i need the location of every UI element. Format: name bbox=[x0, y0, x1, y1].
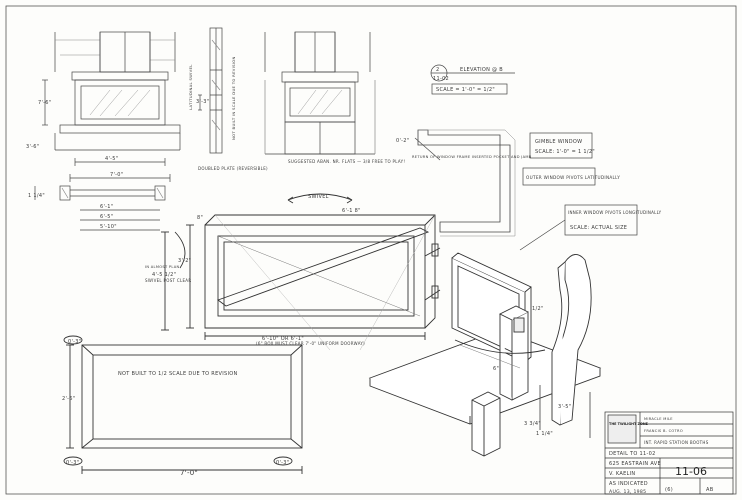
sheet-border bbox=[5, 5, 737, 495]
title-subject: DETAIL TO 11-02 bbox=[609, 451, 656, 457]
dim-3-4: 3 3/4" bbox=[524, 421, 541, 427]
note-swivel-post: SWIVEL POST CLEAR bbox=[145, 278, 191, 283]
title-address: 625 EASTRAIN AVE bbox=[609, 461, 661, 467]
dim-7-6: 7'-6" bbox=[38, 100, 51, 106]
note-bottom-dim: (6" BOX MUST CLEAR 7'-0" UNIFORM DOORWAY… bbox=[256, 341, 365, 346]
dim-0-3-br: 0'-3" bbox=[276, 460, 289, 466]
dim-3-5: 3'-5" bbox=[558, 404, 571, 410]
elev-tag-label: ELEVATION @ B bbox=[460, 67, 503, 73]
frame-return-detail bbox=[414, 129, 516, 237]
note-return-window: RETURN OF WINDOW FRAME INSERTED POCKET A… bbox=[412, 155, 532, 159]
elev-tag-scale: SCALE = 1'-0" = 1/2" bbox=[436, 87, 495, 93]
dim-4-5-b: 4'-5 1/2" bbox=[152, 272, 176, 278]
note-not-built: NOT BUILT TO 1/2 SCALE DUE TO REVISION bbox=[118, 371, 238, 377]
title-block bbox=[604, 411, 734, 495]
note-in-almost-plan: IN ALMOST PLAN bbox=[145, 265, 180, 269]
title-drawn-by: V. KAELIN bbox=[609, 471, 635, 477]
elevation-left bbox=[42, 31, 181, 151]
note-inner-pivots: INNER WINDOW PIVOTS LONGITUDINALLY bbox=[568, 210, 662, 215]
title-scale: AS INDICATED bbox=[609, 481, 648, 487]
elevation-tag bbox=[430, 64, 515, 95]
dim-6-18: 6'-1 8" bbox=[342, 208, 361, 214]
dim-3-3: 3'-3" bbox=[196, 99, 209, 105]
title-sheet-sub: (6) bbox=[665, 487, 673, 493]
dim-6-iso: 6" bbox=[493, 366, 499, 372]
title-designer: FRANCIS B. COTRO bbox=[644, 429, 683, 433]
dim-3-2: 3'-2" bbox=[178, 258, 191, 264]
elevation-right bbox=[264, 31, 376, 155]
dim-7-0-plan: 7'-0" bbox=[110, 172, 123, 178]
note-boxes bbox=[519, 132, 638, 251]
note-outer-pivots: OUTER WINDOW PIVOTS LATITUDINALLY bbox=[526, 175, 620, 180]
center-window bbox=[161, 193, 441, 351]
gimble-isometric bbox=[368, 252, 602, 457]
dim-5-10: 5'-10" bbox=[100, 224, 117, 230]
dim-6-1: 6'-1" bbox=[100, 204, 113, 210]
note-latitudinal: LATITUDINAL SWIVEL bbox=[188, 64, 193, 110]
dim-3-6: 3'-6" bbox=[26, 144, 39, 150]
title-sheet-number: 11-06 bbox=[675, 465, 707, 478]
dim-1-2: 1/2" bbox=[532, 306, 544, 312]
note-swivel: SWIVEL bbox=[308, 194, 329, 200]
dim-0-3-bl: 0'-3" bbox=[66, 460, 79, 466]
title-logo: THE TWILIGHT ZONE bbox=[609, 422, 649, 426]
dim-2-6: 2'-6" bbox=[62, 396, 75, 402]
note-inner-scale: SCALE: ACTUAL SIZE bbox=[570, 225, 627, 231]
dim-6-5: 6'-5" bbox=[100, 214, 113, 220]
dim-8: 8" bbox=[197, 215, 203, 221]
dim-0-2: 0'-2" bbox=[396, 138, 409, 144]
note-gimble-window: GIMBLE WINDOW bbox=[535, 139, 582, 145]
dim-7-0-bottom: 7'-0" bbox=[180, 469, 198, 477]
title-title: INT. RAPID STATION BOOTHS bbox=[644, 440, 709, 445]
note-doubled-plate: DOUBLED PLATE (REVERSIBLE) bbox=[198, 166, 268, 171]
plan-section-left bbox=[34, 158, 171, 231]
dim-bottom: 6'-10" OR 6'-1" bbox=[262, 336, 304, 342]
title-date: AUG. 13, 1985 bbox=[609, 489, 646, 495]
note-suggested: SUGGESTED ABAN. NR. FLATS — 3/8 FREE TO … bbox=[288, 159, 405, 164]
title-initials: AB bbox=[706, 487, 714, 493]
bottom-panel bbox=[63, 335, 303, 474]
dim-1-4-iso: 1 1/4" bbox=[536, 431, 553, 437]
dim-4-5: 4'-5" bbox=[105, 156, 118, 162]
title-production: MIRACLE MILE bbox=[644, 417, 673, 421]
dim-1-4: 1 1/4" bbox=[28, 193, 45, 199]
vertical-section bbox=[198, 27, 223, 154]
elev-tag-number: 2 bbox=[436, 67, 439, 73]
elev-tag-sheet: 11-02 bbox=[433, 76, 449, 82]
dim-0-3-top: 0'-3" bbox=[68, 339, 81, 345]
note-gimble-scale: SCALE: 1'-0" = 1 1/2" bbox=[535, 149, 595, 155]
note-not-built-vertical: NOT BUILT IN SCALE DUE TO REVISION bbox=[231, 56, 236, 140]
